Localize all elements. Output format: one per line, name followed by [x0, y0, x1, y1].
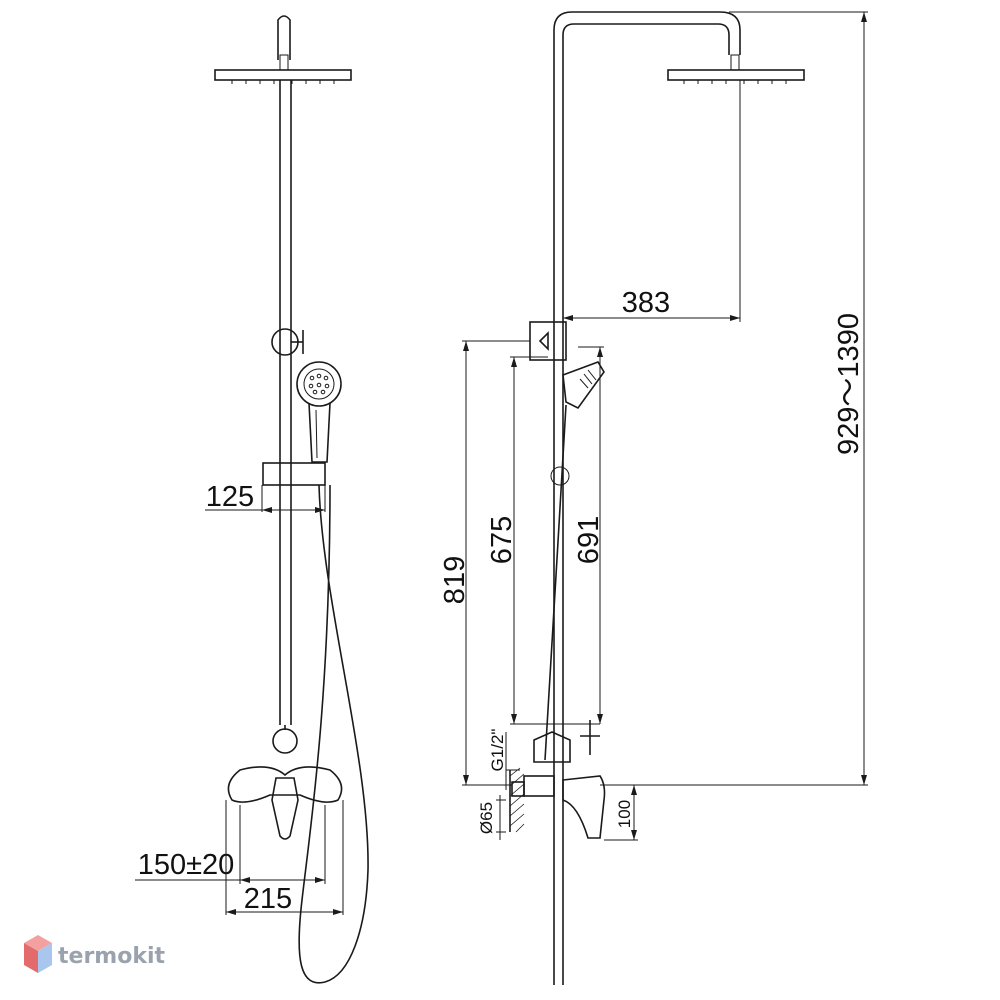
- dim-label-125: 125: [206, 481, 254, 513]
- dim-label-d65: Ø65: [477, 802, 496, 834]
- wall-section: [509, 767, 525, 833]
- dimension-mixer-width: 215: [225, 800, 344, 915]
- side-hand-shower: [562, 361, 605, 410]
- mixer-valve: [227, 725, 343, 840]
- dimension-total-height: 929～1390: [600, 11, 868, 786]
- termokit-logo-text: termokit: [58, 944, 165, 969]
- dim-label-215: 215: [244, 883, 292, 915]
- dim-label-100: 100: [615, 800, 634, 828]
- dim-label-929-1390: 929～1390: [833, 313, 865, 455]
- dimension-holder-offset: 125: [205, 481, 326, 513]
- rain-shower-head: [214, 15, 352, 84]
- dim-label-383: 383: [622, 287, 670, 319]
- arched-riser: [553, 11, 741, 985]
- side-view: 383 929～1390 819 675: [439, 11, 868, 985]
- front-view: 125 150±20 215: [135, 15, 369, 984]
- termokit-logo-icon: [24, 935, 52, 973]
- side-hose: [544, 404, 570, 761]
- slide-holder: [262, 462, 326, 486]
- dim-label-g12: G1/2": [488, 729, 507, 772]
- height-adjuster: [271, 328, 304, 356]
- dim-label-675: 675: [486, 516, 518, 564]
- side-mixer: [523, 720, 606, 839]
- dim-label-819: 819: [439, 556, 471, 604]
- side-rain-shower-head: [667, 69, 805, 84]
- shower-hose: [298, 484, 369, 984]
- dimension-hose-height: 691: [573, 346, 605, 724]
- dimension-pipe-thread: G1/2": [488, 729, 520, 790]
- riser-pipe: [279, 80, 292, 725]
- dim-label-150: 150±20: [138, 849, 235, 881]
- dimension-head-reach: 383: [563, 80, 741, 322]
- hand-shower: [296, 361, 342, 463]
- dim-label-691: 691: [573, 516, 605, 564]
- side-height-adjuster: [529, 321, 567, 361]
- dimension-slide-bar: 675: [486, 356, 600, 725]
- termokit-watermark: termokit: [24, 935, 165, 973]
- dimension-hand-shower-height: 819: [439, 340, 530, 786]
- dimension-escutcheon: Ø65: [477, 795, 506, 840]
- dimension-outlet-drop: 100: [604, 785, 638, 841]
- dimension-inlet-spacing: 150±20: [135, 805, 326, 884]
